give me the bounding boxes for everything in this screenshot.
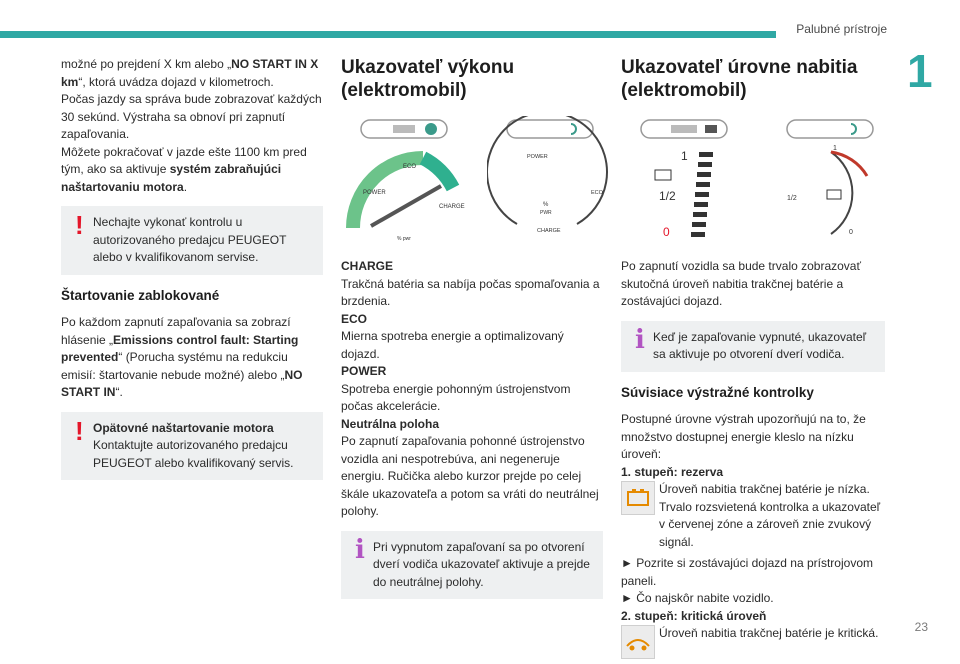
paragraph: Môžete pokračovať v jazde ešte 1100 km p…	[61, 144, 307, 194]
car-battery-icon	[621, 625, 655, 659]
gauge-label-power: POWER	[527, 154, 548, 160]
gauge-label-power: POWER	[363, 190, 386, 196]
section-heading: Ukazovateľ výkonu (elektromobil)	[341, 57, 515, 101]
charge-gauge-figure-1: 1 1/2 0	[621, 116, 747, 246]
paragraph: možné po prejdení X km alebo „NO START I…	[61, 57, 319, 89]
term-text: Mierna spotreba energie a optimalizovaný…	[341, 329, 564, 361]
level-title: 1. stupeň: rezerva	[621, 464, 724, 479]
section-title: Palubné prístroje	[796, 22, 887, 36]
bullet-item: ► Čo najskôr nabite vozidlo.	[621, 591, 774, 605]
section-heading: Ukazovateľ úrovne nabitia (elektromobil)	[621, 57, 858, 101]
paragraph: Počas jazdy sa správa bude zobrazovať ka…	[61, 92, 322, 141]
level-text: Úroveň nabitia trakčnej batérie je nízka…	[659, 482, 881, 549]
power-gauge-figures: POWER ECO CHARGE % pwr POWER ECO CHARGE …	[341, 111, 608, 246]
info-i-icon: i	[355, 534, 365, 565]
warning-text: Nechajte vykonať kontrolu u autorizované…	[93, 215, 287, 264]
warning-text: Kontaktujte autorizovaného predajcu PEUG…	[93, 438, 294, 470]
header-accent-bar	[0, 31, 776, 38]
warning-box: ! Nechajte vykonať kontrolu u autorizova…	[61, 206, 323, 275]
chapter-number: 1	[907, 45, 933, 97]
warning-title: Opätovné naštartovanie motora	[93, 420, 274, 435]
term-title: POWER	[341, 364, 387, 378]
gauge-label-eco: ECO	[403, 164, 416, 170]
info-box: i Pri vypnutom zapaľovaní sa po otvorení…	[341, 530, 603, 599]
charge-level-illustration: 1 1/2 0	[640, 119, 728, 239]
charge-gauge-figure-2: 1 1/2 0	[767, 116, 893, 246]
gauge-label-percent: %	[543, 202, 549, 208]
info-text: Pri vypnutom zapaľovaní sa po otvorení d…	[373, 539, 590, 589]
charge-label-half: 1/2	[659, 189, 676, 203]
paragraph: Po zapnutí vozidla sa bude trvalo zobraz…	[621, 259, 861, 308]
gauge-label-pwr: PWR	[540, 210, 552, 216]
info-text: Keď je zapaľovanie vypnuté, ukazovateľ s…	[653, 329, 867, 362]
page-number: 23	[914, 620, 928, 634]
subheading: Štartovanie zablokované	[61, 287, 220, 303]
term-title: ECO	[341, 311, 368, 326]
column-middle: Ukazovateľ výkonu (elektromobil) POWER E…	[341, 56, 608, 611]
gauge-label-pwr: % pwr	[397, 236, 411, 242]
paragraph: Po každom zapnutí zapaľovania sa zobrazí…	[61, 315, 303, 399]
gauge-label-charge: CHARGE	[537, 228, 561, 234]
power-gauge-figure-2: POWER ECO CHARGE % PWR	[486, 111, 613, 246]
gauge-label-eco: ECO	[591, 190, 604, 196]
term-text: Spotreba energie pohonným ústrojenstvom …	[341, 381, 571, 414]
charge-label-empty: 0	[663, 225, 670, 239]
term-title: CHARGE	[341, 259, 394, 273]
charge-label-half: 1/2	[787, 195, 797, 202]
charge-gauge-figures: 1 1/2 0 1 1/2 0	[621, 116, 885, 246]
level-2-row: Úroveň nabitia trakčnej batérie je kriti…	[621, 625, 885, 659]
paragraph: Postupné úrovne výstrah upozorňujú na to…	[621, 412, 866, 461]
info-box: i Keď je zapaľovanie vypnuté, ukazovateľ…	[621, 320, 885, 372]
charge-label-empty: 0	[849, 229, 853, 236]
charge-label-full: 1	[681, 149, 688, 163]
level-1-row: Úroveň nabitia trakčnej batérie je nízka…	[621, 481, 885, 551]
column-left: možné po prejdení X km alebo „NO START I…	[61, 56, 323, 492]
gauge-label-charge: CHARGE	[439, 204, 465, 210]
exclamation-icon: !	[75, 415, 84, 446]
power-gauge-illustration: POWER ECO CHARGE % PWR	[486, 111, 608, 234]
power-gauge-illustration: POWER ECO CHARGE % pwr	[346, 119, 465, 242]
term-title: Neutrálna poloha	[341, 416, 440, 431]
term-text: Trakčná batéria sa nabíja počas spomaľov…	[341, 276, 600, 309]
power-gauge-figure-1: POWER ECO CHARGE % pwr	[341, 116, 467, 246]
subheading: Súvisiace výstražné kontrolky	[621, 384, 814, 400]
info-i-icon: i	[635, 324, 645, 355]
bullet-item: ► Pozrite si zostávajúci dojazd na príst…	[621, 556, 873, 588]
term-text: Po zapnutí zapaľovania pohonné ústrojens…	[341, 434, 599, 518]
battery-warning-icon	[621, 481, 655, 515]
column-right: Ukazovateľ úrovne nabitia (elektromobil)…	[621, 56, 885, 663]
exclamation-icon: !	[75, 210, 84, 240]
level-title: 2. stupeň: kritická úroveň	[621, 608, 767, 623]
charge-label-full: 1	[833, 145, 837, 152]
charge-level-illustration: 1 1/2 0	[786, 119, 874, 236]
level-text: Úroveň nabitia trakčnej batérie je kriti…	[659, 626, 879, 640]
